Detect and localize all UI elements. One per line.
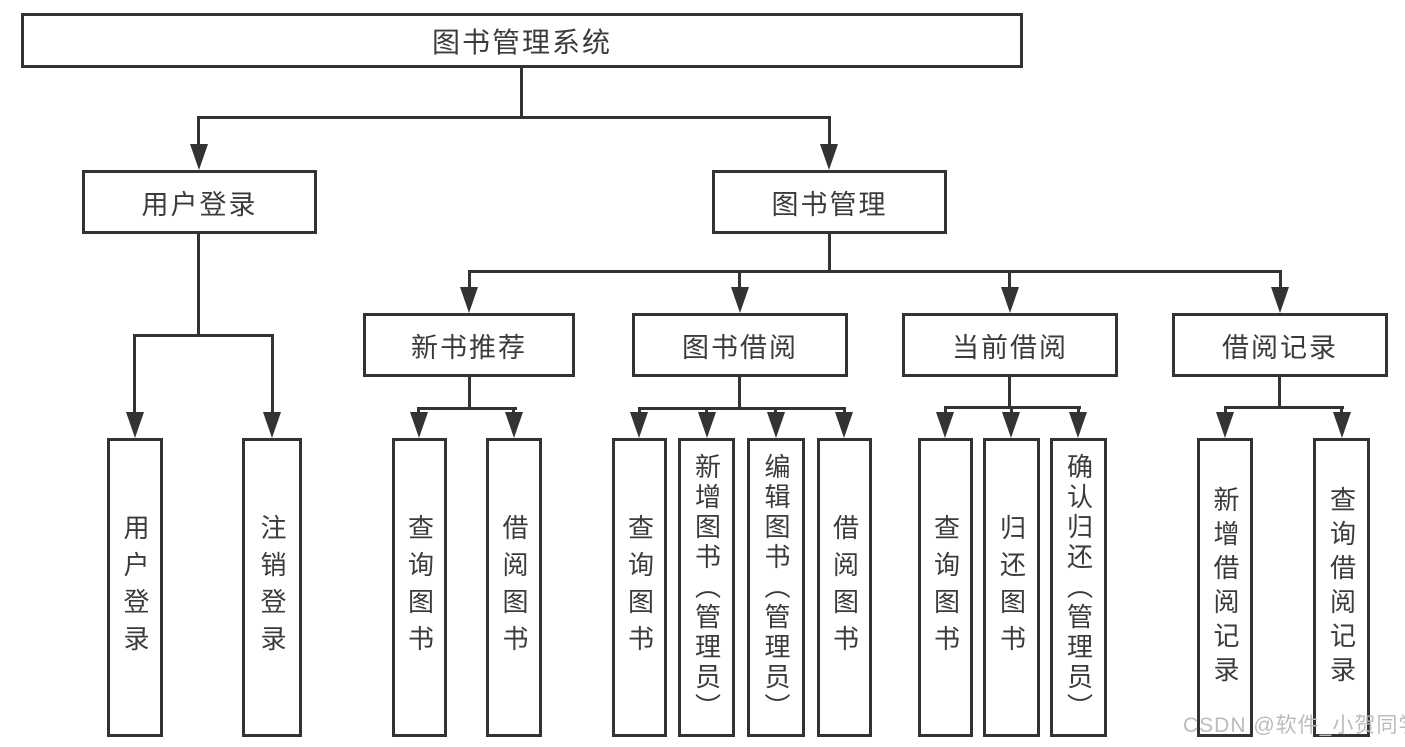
arrow-to-leaf-query-borrow-record [1333, 412, 1351, 438]
node-label: 新增图书（管理员） [691, 452, 722, 723]
connector-records-drop1 [1224, 406, 1227, 414]
node-label: 查询图书 [930, 513, 961, 662]
leaf-add-borrow-record: 新增借阅记录 [1197, 438, 1253, 737]
node-label: 当前借阅 [952, 332, 1068, 363]
connector-borrowing-drop4 [843, 407, 846, 414]
arrow-to-current-borrowing [1001, 287, 1019, 313]
node-library-management-system: 图书管理系统 [21, 13, 1023, 68]
node-label: 新增借阅记录 [1210, 485, 1240, 690]
connector-borrowing-hline [638, 407, 846, 410]
leaf-confirm-return-admin: 确认归还（管理员） [1050, 438, 1107, 737]
leaf-return-books: 归还图书 [983, 438, 1040, 737]
node-label: 查询借阅记录 [1326, 485, 1357, 690]
connector-recommend-vline [468, 377, 471, 410]
arrow-to-borrowing-records [1271, 287, 1289, 313]
arrow-to-leaf-add-borrow-record [1216, 412, 1234, 438]
connector-current-drop3 [1077, 406, 1080, 414]
connector-current-vline [1008, 377, 1011, 408]
node-label: 借阅记录 [1222, 332, 1338, 363]
arrow-to-new-book-recommendation [460, 287, 478, 313]
leaf-add-books-admin: 新增图书（管理员） [678, 438, 735, 737]
leaf-query-books-current: 查询图书 [918, 438, 973, 737]
node-label: 图书管理系统 [431, 26, 612, 58]
csdn-watermark: CSDN @软件_小贺同学 [1183, 714, 1405, 737]
leaf-borrow-books: 借阅图书 [817, 438, 872, 737]
connector-root-drop-left [197, 116, 200, 144]
connector-login-hline [133, 334, 274, 337]
arrow-to-leaf-query-books-borrow [630, 412, 648, 438]
arrow-to-leaf-query-books-current [936, 412, 954, 438]
node-user-login: 用户登录 [82, 170, 317, 234]
connector-borrowing-drop1 [638, 407, 641, 414]
arrow-to-leaf-user-login [126, 412, 144, 438]
connector-borrowing-vline [738, 377, 741, 410]
node-label: 归还图书 [996, 513, 1027, 662]
node-label: 查询图书 [624, 513, 655, 662]
leaf-borrow-books-recommend: 借阅图书 [486, 438, 542, 737]
node-label: 借阅图书 [499, 513, 529, 662]
node-label: 用户登录 [141, 189, 258, 220]
arrow-to-leaf-logout [263, 412, 281, 438]
arrow-to-user-login [190, 144, 208, 170]
node-label: 编辑图书（管理员） [761, 452, 791, 723]
arrow-to-leaf-add-books [698, 412, 716, 438]
leaf-query-books-borrow: 查询图书 [612, 438, 667, 737]
connector-mgmt-drop4 [1279, 270, 1282, 287]
connector-mgmt-drop3 [1008, 270, 1011, 287]
leaf-query-books-recommend: 查询图书 [392, 438, 447, 737]
node-book-borrowing: 图书借阅 [632, 313, 848, 377]
node-label: 用户登录 [120, 513, 150, 662]
node-label: 借阅图书 [829, 513, 860, 662]
connector-login-vline [197, 234, 200, 337]
connector-mgmt-drop1 [468, 270, 471, 287]
connector-borrowing-drop3 [774, 407, 777, 414]
connector-records-vline [1278, 377, 1281, 408]
node-label: 查询图书 [404, 513, 435, 662]
leaf-query-borrow-record: 查询借阅记录 [1313, 438, 1370, 737]
arrow-to-leaf-confirm-return [1069, 412, 1087, 438]
node-label: 注销登录 [257, 513, 287, 662]
connector-recommend-drop2 [512, 407, 515, 414]
leaf-edit-books-admin: 编辑图书（管理员） [747, 438, 805, 737]
node-label: 新书推荐 [411, 332, 527, 363]
node-book-management: 图书管理 [712, 170, 947, 234]
arrow-to-book-borrowing [731, 287, 749, 313]
connector-login-drop2 [271, 334, 274, 412]
node-new-book-recommendation: 新书推荐 [363, 313, 575, 377]
node-label: 图书管理 [771, 189, 888, 220]
connector-recommend-hline [417, 407, 517, 410]
arrow-to-leaf-query-books-recommend [410, 412, 428, 438]
node-label: 确认归还（管理员） [1063, 452, 1094, 723]
connector-root-drop-right [828, 116, 831, 144]
node-current-borrowing: 当前借阅 [902, 313, 1118, 377]
connector-records-hline [1224, 406, 1344, 409]
leaf-logout: 注销登录 [242, 438, 302, 737]
connector-root-vline [520, 68, 523, 118]
arrow-to-leaf-borrow-books [835, 412, 853, 438]
node-borrowing-records: 借阅记录 [1172, 313, 1388, 377]
connector-current-drop2 [1010, 406, 1013, 414]
connector-mgmt-hline [468, 270, 1282, 273]
arrow-to-book-management [820, 144, 838, 170]
arrow-to-leaf-borrow-books-recommend [505, 412, 523, 438]
connector-recommend-drop1 [417, 407, 420, 414]
connector-borrowing-drop2 [705, 407, 708, 414]
connector-records-drop2 [1340, 406, 1343, 414]
arrow-to-leaf-return-books [1002, 412, 1020, 438]
connector-mgmt-drop2 [738, 270, 741, 287]
connector-current-drop1 [944, 406, 947, 414]
connector-mgmt-vline [828, 234, 831, 273]
arrow-to-leaf-edit-books [767, 412, 785, 438]
node-label: 图书借阅 [682, 332, 798, 363]
connector-login-drop1 [133, 334, 136, 412]
connector-root-hline [197, 116, 831, 119]
leaf-user-login: 用户登录 [107, 438, 163, 737]
